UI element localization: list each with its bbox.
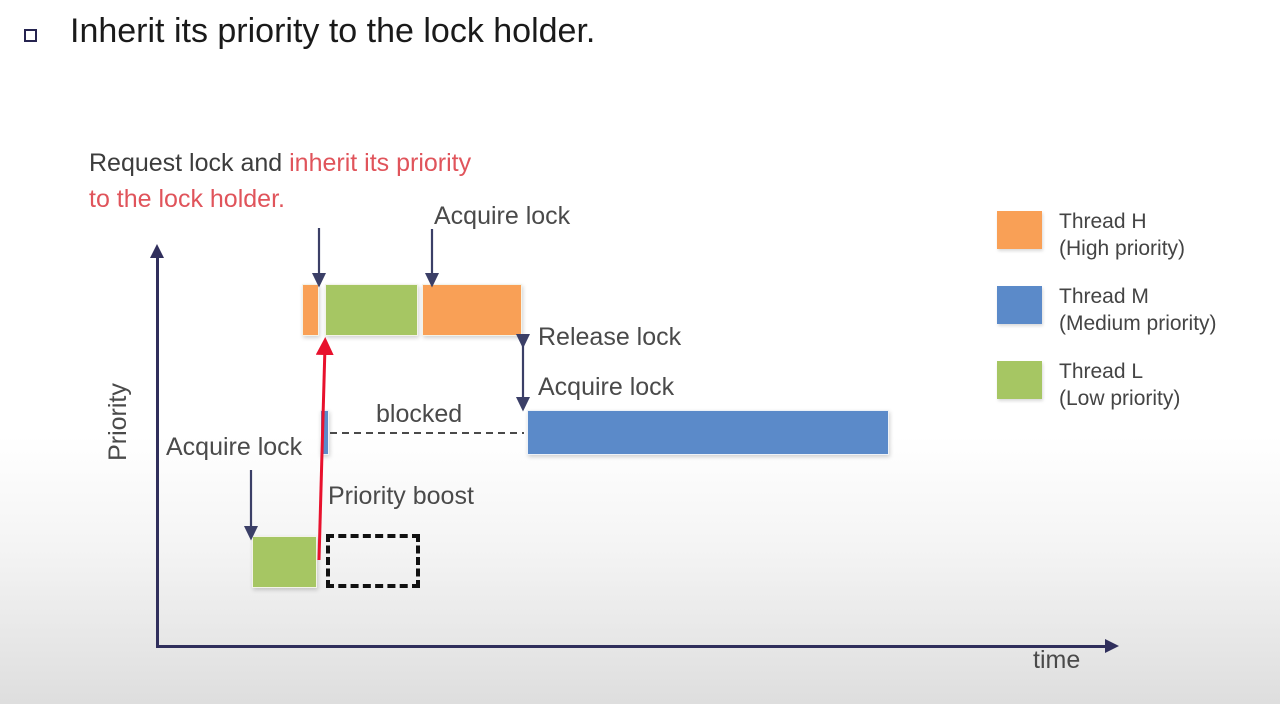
label-release-lock: Release lock <box>538 323 682 351</box>
bar-thread-l-preempted-outline <box>326 534 420 588</box>
page-title: Inherit its priority to the lock holder. <box>70 12 596 50</box>
legend-item-thread-h: Thread H (High priority) <box>997 208 1267 262</box>
bar-thread-m-running <box>527 410 889 455</box>
legend-item-thread-l: Thread L (Low priority) <box>997 358 1267 412</box>
legend-priority-thread-m: (Medium priority) <box>1059 312 1217 335</box>
legend-priority-thread-l: (Low priority) <box>1059 387 1181 410</box>
legend-swatch-thread-h <box>997 211 1042 249</box>
hollow-square-bullet-icon <box>24 29 37 42</box>
label-acquire-lock-middle: Acquire lock <box>538 373 675 401</box>
legend-name-thread-m: Thread M <box>1059 285 1149 308</box>
bar-thread-l-running <box>252 536 317 588</box>
request-note-red-line2: to the lock holder. <box>89 185 285 213</box>
legend-text-thread-l: Thread L (Low priority) <box>1059 358 1180 412</box>
legend-name-thread-l: Thread L <box>1059 360 1144 383</box>
label-acquire-lock-left: Acquire lock <box>166 433 303 461</box>
request-note-plain: Request lock and <box>89 149 290 177</box>
y-axis-label: Priority <box>104 383 132 461</box>
label-acquire-lock-top: Acquire lock <box>434 202 571 230</box>
legend-text-thread-h: Thread H (High priority) <box>1059 208 1185 262</box>
bar-thread-m-ready <box>320 410 329 455</box>
y-axis-line <box>156 255 159 647</box>
legend-name-thread-h: Thread H <box>1059 210 1147 233</box>
request-note-red-line1: inherit its priority <box>289 149 472 177</box>
legend-priority-thread-h: (High priority) <box>1059 237 1186 260</box>
x-axis-line <box>156 645 1108 648</box>
request-lock-note: Request lock and inherit its priority to… <box>89 145 471 217</box>
legend-swatch-thread-m <box>997 286 1042 324</box>
legend-item-thread-m: Thread M (Medium priority) <box>997 283 1267 337</box>
y-axis-arrowhead-icon <box>150 244 164 258</box>
label-blocked: blocked <box>376 400 463 428</box>
bar-thread-h-running <box>422 284 522 336</box>
x-axis-arrowhead-icon <box>1105 639 1119 653</box>
bar-thread-h-request-lock <box>302 284 319 336</box>
bar-thread-l-boosted <box>325 284 418 336</box>
legend-text-thread-m: Thread M (Medium priority) <box>1059 283 1217 337</box>
legend-swatch-thread-l <box>997 361 1042 399</box>
label-priority-boost: Priority boost <box>328 482 474 510</box>
x-axis-label: time <box>1033 646 1081 674</box>
legend: Thread H (High priority) Thread M (Mediu… <box>997 208 1267 433</box>
